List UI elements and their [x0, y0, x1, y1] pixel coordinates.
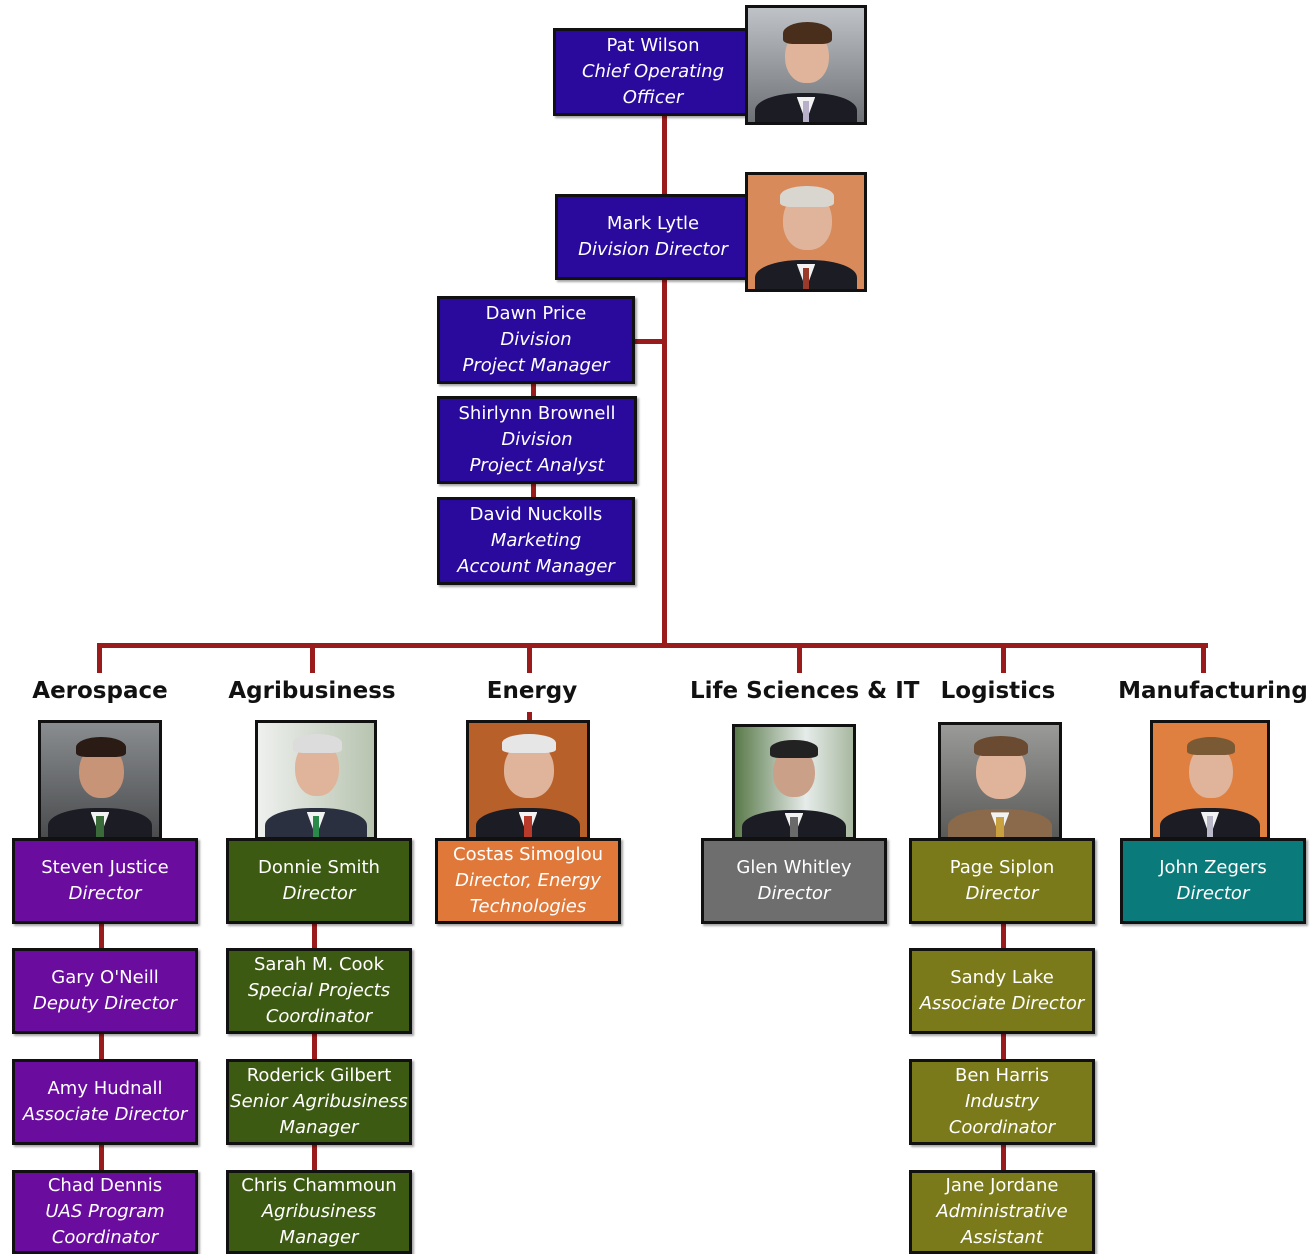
john-zegers-title: Director — [1176, 883, 1250, 904]
roderick-gilbert-box: Roderick Gilbert Senior Agribusiness Man… — [226, 1059, 412, 1145]
page-siplon-name: Page Siplon — [949, 857, 1055, 878]
steven-justice-photo — [38, 720, 162, 840]
dept-label-aerospace: Aerospace — [32, 678, 168, 704]
mark-lytle-title: Division Director — [578, 239, 728, 260]
steven-justice-name: Steven Justice — [41, 857, 169, 878]
connector-line — [662, 112, 667, 645]
steven-justice-box: Steven Justice Director — [12, 838, 198, 924]
jane-jordane-name: Jane Jordane — [945, 1175, 1059, 1196]
costas-simoglou-box: Costas Simoglou Director, Energy Technol… — [435, 838, 621, 924]
sandy-lake-box: Sandy Lake Associate Director — [909, 948, 1095, 1034]
glen-whitley-name: Glen Whitley — [736, 857, 852, 878]
gary-oneill-title: Deputy Director — [33, 993, 177, 1014]
chris-chammoun-name: Chris Chammoun — [241, 1175, 397, 1196]
dawn-price-box: Dawn Price Division Project Manager — [437, 296, 635, 384]
page-siplon-box: Page Siplon Director — [909, 838, 1095, 924]
john-zegers-name: John Zegers — [1159, 857, 1267, 878]
connector-line — [99, 920, 104, 1180]
sarah-cook-title: Special Projects Coordinator — [247, 980, 391, 1027]
connector-line — [527, 712, 532, 724]
donnie-smith-name: Donnie Smith — [258, 857, 380, 878]
connector-line — [1001, 643, 1006, 673]
chris-chammoun-title: Agribusiness Manager — [261, 1201, 377, 1248]
sandy-lake-title: Associate Director — [919, 993, 1085, 1014]
connector-line — [97, 643, 102, 673]
dawn-price-title: Division Project Manager — [462, 329, 610, 376]
donnie-smith-box: Donnie Smith Director — [226, 838, 412, 924]
dept-label-manufacturing: Manufacturing — [1118, 678, 1308, 704]
donnie-smith-title: Director — [282, 883, 356, 904]
connector-line — [1201, 643, 1206, 673]
connector-line — [632, 339, 666, 344]
mark-lytle-photo — [745, 172, 867, 292]
chad-dennis-title: UAS Program Coordinator — [45, 1201, 165, 1248]
gary-oneill-name: Gary O'Neill — [51, 967, 159, 988]
shirlynn-brownell-name: Shirlynn Brownell — [458, 403, 616, 424]
sarah-cook-name: Sarah M. Cook — [253, 954, 384, 975]
roderick-gilbert-name: Roderick Gilbert — [246, 1065, 392, 1086]
ben-harris-name: Ben Harris — [955, 1065, 1049, 1086]
glen-whitley-title: Director — [757, 883, 831, 904]
amy-hudnall-title: Associate Director — [22, 1104, 188, 1125]
page-siplon-photo — [938, 722, 1062, 840]
chad-dennis-name: Chad Dennis — [47, 1175, 163, 1196]
mark-lytle-box: Mark Lytle Division Director — [555, 194, 751, 280]
gary-oneill-box: Gary O'Neill Deputy Director — [12, 948, 198, 1034]
steven-justice-title: Director — [68, 883, 142, 904]
pat-wilson-title: Chief Operating Officer — [581, 61, 725, 108]
dawn-price-name: Dawn Price — [485, 303, 587, 324]
dept-label-logistics: Logistics — [940, 678, 1056, 704]
roderick-gilbert-title: Senior Agribusiness Manager — [230, 1091, 408, 1138]
pat-wilson-box: Pat Wilson Chief Operating Officer — [553, 28, 753, 116]
jane-jordane-box: Jane Jordane Administrative Assistant — [909, 1170, 1095, 1254]
dept-label-energy: Energy — [486, 678, 578, 704]
david-nuckolls-title: Marketing Account Manager — [457, 530, 615, 577]
david-nuckolls-name: David Nuckolls — [469, 504, 603, 525]
dept-label-agribusiness: Agribusiness — [228, 678, 396, 704]
dept-label-life-sciences: Life Sciences & IT — [690, 678, 920, 704]
jane-jordane-title: Administrative Assistant — [936, 1201, 1068, 1248]
connector-line — [312, 920, 317, 1180]
connector-line — [310, 643, 315, 673]
donnie-smith-photo — [255, 720, 377, 840]
sarah-cook-box: Sarah M. Cook Special Projects Coordinat… — [226, 948, 412, 1034]
connector-line — [527, 643, 532, 673]
shirlynn-brownell-box: Shirlynn Brownell Division Project Analy… — [437, 396, 637, 484]
john-zegers-photo — [1150, 720, 1270, 840]
glen-whitley-photo — [732, 724, 856, 840]
costas-simoglou-name: Costas Simoglou — [453, 844, 603, 865]
connector-line — [97, 643, 1208, 648]
david-nuckolls-box: David Nuckolls Marketing Account Manager — [437, 497, 635, 585]
amy-hudnall-box: Amy Hudnall Associate Director — [12, 1059, 198, 1145]
shirlynn-brownell-title: Division Project Analyst — [469, 429, 605, 476]
pat-wilson-name: Pat Wilson — [606, 35, 700, 56]
connector-line — [1001, 920, 1006, 1180]
amy-hudnall-name: Amy Hudnall — [47, 1078, 163, 1099]
costas-simoglou-photo — [466, 720, 590, 840]
costas-simoglou-title: Director, Energy Technologies — [455, 870, 601, 917]
chad-dennis-box: Chad Dennis UAS Program Coordinator — [12, 1170, 198, 1254]
page-siplon-title: Director — [965, 883, 1039, 904]
ben-harris-box: Ben Harris Industry Coordinator — [909, 1059, 1095, 1145]
sandy-lake-name: Sandy Lake — [950, 967, 1054, 988]
chris-chammoun-box: Chris Chammoun Agribusiness Manager — [226, 1170, 412, 1254]
mark-lytle-name: Mark Lytle — [606, 213, 700, 234]
glen-whitley-box: Glen Whitley Director — [701, 838, 887, 924]
ben-harris-title: Industry Coordinator — [948, 1091, 1056, 1138]
connector-line — [797, 643, 802, 673]
john-zegers-box: John Zegers Director — [1120, 838, 1306, 924]
pat-wilson-photo — [745, 5, 867, 125]
